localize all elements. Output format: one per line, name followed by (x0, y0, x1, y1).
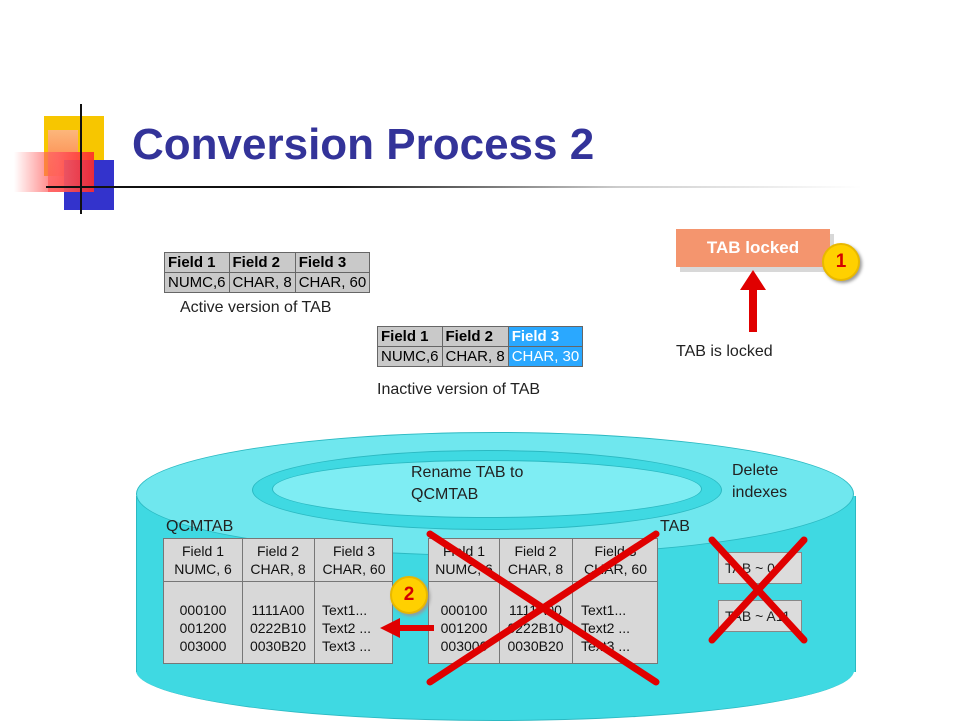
lock-arrow-up-icon (740, 270, 766, 332)
inactive-version-caption: Inactive version of TAB (377, 381, 541, 398)
qcmtab-header-1: Field 1 (181, 543, 225, 559)
active-header-field-1: Field 1 (164, 252, 230, 273)
title-underline (46, 186, 862, 188)
tab-locked-caption: TAB is locked (676, 343, 773, 360)
qcmtab-header-3: Field 3 (332, 543, 376, 559)
qcmtab-type-1: NUMC, 6 (174, 561, 232, 577)
tab-row-1-col-1: 000100 (440, 602, 488, 618)
tab-header-2: Field 2 (514, 543, 557, 559)
qcmtab-row-2-col-3: Text2 ... (322, 620, 372, 636)
qcmtab-table: Field 1 Field 2 Field 3 NUMC, 6 CHAR, 8 … (163, 538, 393, 664)
step-2-badge: 2 (390, 576, 428, 614)
inactive-type-field-2: CHAR, 8 (441, 346, 509, 367)
slide-title: Conversion Process 2 (132, 120, 595, 169)
delete-indexes-line-2: indexes (732, 484, 788, 501)
qcmtab-row-3-col-2: 0030B20 (249, 638, 307, 654)
rename-caption-line-1: Rename TAB to (411, 464, 524, 481)
inactive-header-field-2: Field 2 (441, 326, 509, 347)
active-type-field-2: CHAR, 8 (228, 272, 296, 293)
inactive-version-table: Field 1 Field 2 Field 3 NUMC,6 CHAR, 8 C… (377, 326, 584, 367)
tab-row-3-col-2: 0030B20 (507, 638, 564, 654)
qcmtab-row-2-col-1: 001200 (179, 620, 227, 636)
title-decoration-vertical-line (80, 104, 82, 214)
inactive-type-field-1: NUMC,6 (377, 346, 443, 367)
qcmtab-label: QCMTAB (166, 518, 234, 535)
active-version-table: Field 1 Field 2 Field 3 NUMC,6 CHAR, 8 C… (164, 252, 371, 293)
tab-type-2: CHAR, 8 (507, 561, 564, 577)
copy-data-arrow-left-icon (380, 618, 434, 638)
tab-label: TAB (660, 518, 690, 535)
qcmtab-row-3-col-3: Text3 ... (322, 638, 372, 654)
active-header-field-2: Field 2 (228, 252, 296, 273)
inactive-header-field-1: Field 1 (377, 326, 443, 347)
inactive-header-field-3: Field 3 (507, 326, 584, 347)
tab-locked-box: TAB locked (676, 229, 830, 267)
active-type-field-3: CHAR, 60 (294, 272, 371, 293)
active-version-caption: Active version of TAB (180, 299, 332, 316)
qcmtab-row-1-col-2: 1111A00 (251, 602, 305, 618)
qcmtab-row-2-col-2: 0222B10 (249, 620, 307, 636)
qcmtab-header-2: Field 2 (256, 543, 300, 559)
tab-row-1-col-3: Text1... (581, 602, 627, 618)
qcmtab-row-1-col-3: Text1... (322, 602, 368, 618)
inactive-type-field-3: CHAR, 30 (507, 346, 584, 367)
rename-caption-line-2: QCMTAB (411, 486, 479, 503)
qcmtab-type-2: CHAR, 8 (250, 561, 306, 577)
tab-row-2-col-1: 001200 (440, 620, 488, 636)
delete-table-cross-icon (426, 530, 660, 686)
tab-row-2-col-3: Text2 ... (581, 620, 631, 636)
database-drum-inner (272, 460, 702, 518)
qcmtab-row-3-col-1: 003000 (179, 638, 227, 654)
active-type-field-1: NUMC,6 (164, 272, 230, 293)
active-header-field-3: Field 3 (294, 252, 371, 273)
qcmtab-type-3: CHAR, 60 (322, 561, 386, 577)
step-1-badge: 1 (822, 243, 860, 281)
delete-indexes-cross-icon (708, 536, 808, 644)
delete-indexes-line-1: Delete (732, 462, 779, 479)
qcmtab-row-1-col-1: 000100 (179, 602, 227, 618)
